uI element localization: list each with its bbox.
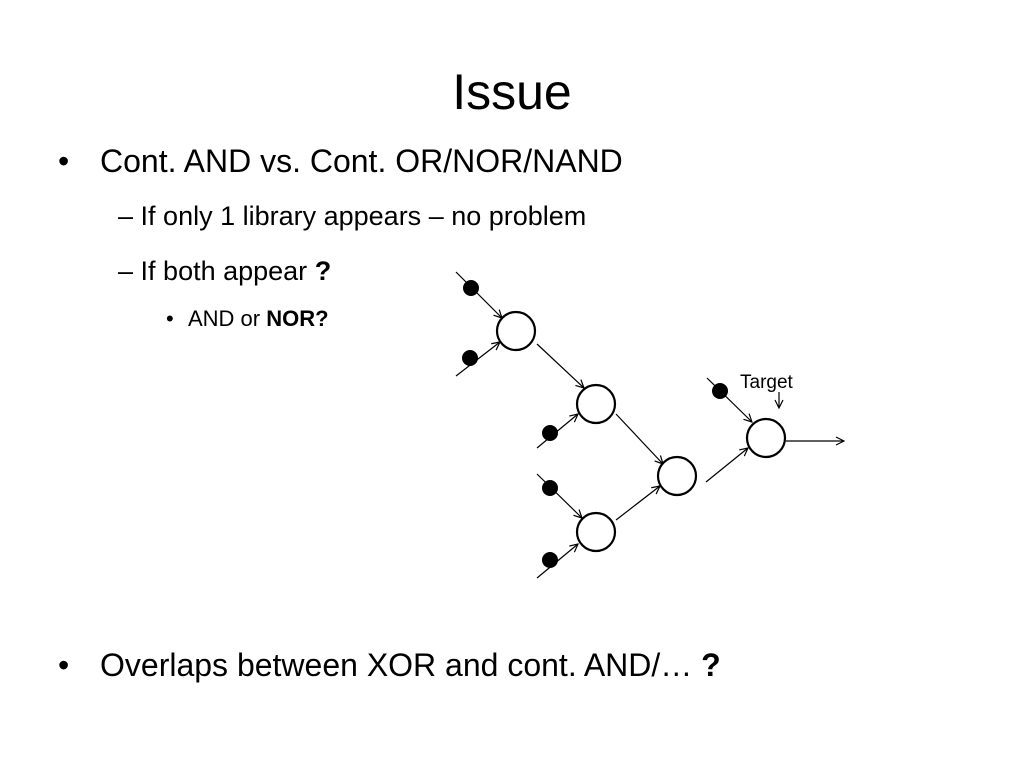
edge-b-to-d — [615, 413, 663, 464]
edge-input-b — [536, 414, 578, 449]
input-dot-a2 — [462, 350, 478, 366]
bullet-level1-cont-and: • Cont. AND vs. Cont. OR/NOR/NAND — [58, 140, 623, 182]
gate-node-a — [495, 310, 537, 352]
bullet-mark: – — [118, 201, 134, 231]
edge-input-a1 — [455, 271, 502, 318]
input-dot-c2 — [542, 552, 558, 568]
gate-node-d — [656, 455, 698, 497]
gate-node-c — [575, 511, 617, 553]
bullet-mark: • — [58, 143, 70, 179]
bullet-bold: ? — [314, 256, 332, 286]
bullet-bold: ? — [701, 647, 721, 683]
bullet-level2-both-appear: – If both appear ? — [118, 253, 331, 289]
edge-d-to-e — [705, 448, 748, 483]
bullet-level2-one-library: – If only 1 library appears – no problem — [118, 198, 586, 234]
gate-node-e — [745, 417, 787, 459]
edge-input-e — [706, 377, 752, 422]
slide-title: Issue — [452, 64, 572, 120]
bullet-text: Cont. AND vs. Cont. OR/NOR/NAND — [100, 143, 623, 179]
target-label: Target — [740, 372, 794, 393]
bullet-mark: – — [118, 256, 134, 286]
edge-c-to-d — [615, 486, 660, 521]
input-dot-b — [542, 425, 558, 441]
input-dot-a1 — [463, 280, 479, 296]
edge-input-a2 — [455, 342, 500, 377]
bullet-bold: NOR? — [266, 306, 329, 331]
bullet-level3-and-or-nor: • AND or NOR? — [166, 304, 329, 334]
bullet-text: If both appear — [140, 256, 315, 286]
bullet-level1-overlaps: • Overlaps between XOR and cont. AND/… ? — [58, 644, 721, 686]
bullet-text: AND or — [188, 306, 267, 331]
gate-node-b — [575, 383, 617, 425]
input-dot-e — [712, 383, 728, 399]
bullet-text: If only 1 library appears – no problem — [140, 201, 587, 231]
edge-input-c1 — [536, 473, 582, 518]
bullet-mark: • — [166, 306, 174, 331]
bullet-text: Overlaps between XOR and cont. AND/… — [100, 647, 702, 683]
bullet-mark: • — [58, 647, 70, 683]
input-dot-c1 — [542, 480, 558, 496]
edge-a-to-b — [536, 343, 584, 388]
edge-input-c2 — [536, 544, 578, 579]
